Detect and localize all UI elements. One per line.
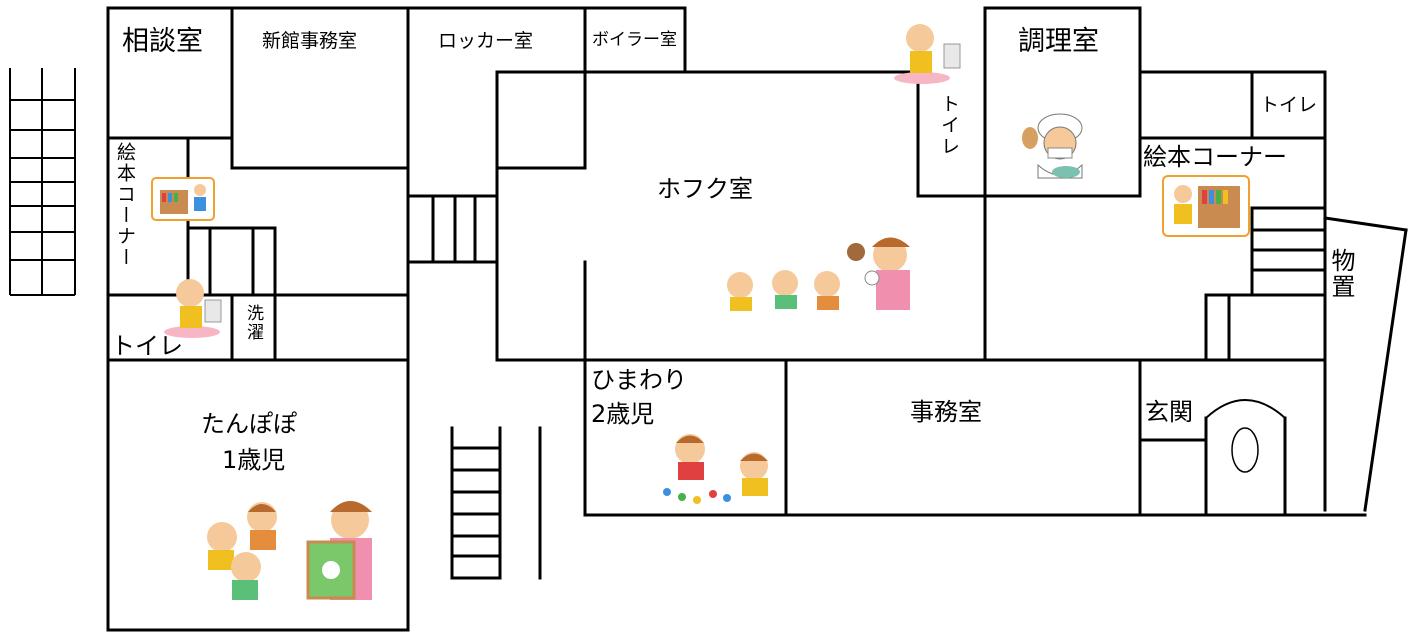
bookshelf-child-icon [151,177,215,221]
cook-icon [1022,113,1083,179]
room-label-shinkan-jimu: 新館事務室 [262,30,358,52]
room-label-tanpopo: たんぽぽ [201,410,297,438]
bookshelf-child-icon [1162,175,1250,237]
room-label-himawari-age: 2歳児 [591,400,655,428]
room-label-himawari: ひまわり [591,366,687,394]
left-stairs [9,68,76,296]
room-label-chouri: 調理室 [1018,26,1099,57]
room-label-soudan: 相談室 [122,26,203,57]
entrance-mat-icon [1231,427,1259,473]
room-label-ehon-right: 絵本コーナー [1143,143,1287,171]
room-label-toilet-upper: トイレ [938,94,960,157]
room-label-monooki: 物置 [1327,248,1355,300]
room-label-toilet-right: トイレ [1260,94,1318,116]
room-label-jimushitsu: 事務室 [910,398,982,426]
potty-child-icon [894,24,961,84]
room-label-tanpopo-age: 1歳児 [222,446,286,474]
room-label-hofuku: ホフク室 [657,175,753,203]
walls [106,6,1408,632]
puppet-show-icon [727,237,910,311]
room-label-genkan: 玄関 [1145,398,1193,426]
potty-child-icon [164,279,222,338]
entrance-arch [1205,399,1286,419]
playing-children-icon [663,434,768,504]
room-label-boiler: ボイラー室 [592,30,677,50]
room-label-locker: ロッカー室 [438,30,534,52]
room-label-ehon-left: 絵本コーナー [114,142,136,268]
room-label-sentaku: 洗濯 [243,304,263,342]
picture-book-reading-icon [207,501,372,600]
room-label-toilet-left: トイレ [111,332,183,360]
